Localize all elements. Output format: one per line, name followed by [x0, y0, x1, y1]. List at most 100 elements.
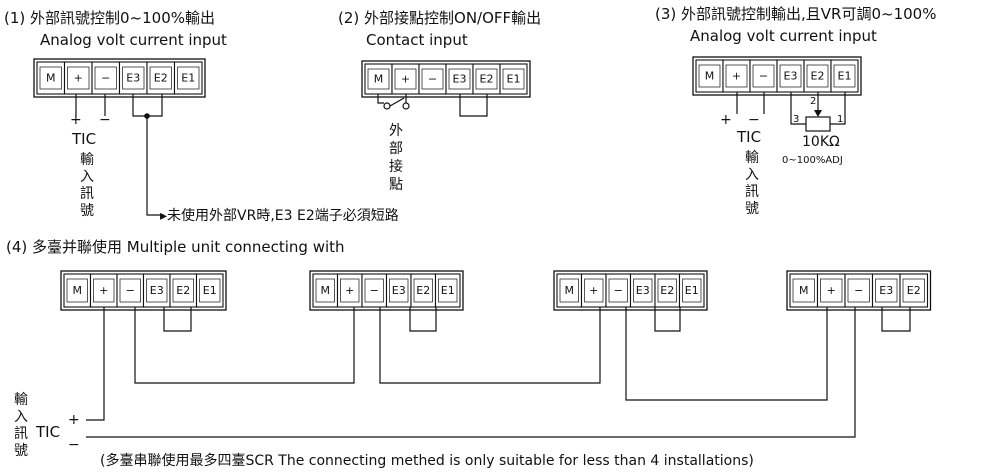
- terminal-label: M: [46, 72, 56, 85]
- terminal-cell: [844, 273, 874, 308]
- section-3-title: (3) 外部訊號控制輸出,且VR可調0~100%: [655, 5, 936, 23]
- terminal-cell: [629, 273, 656, 308]
- section-1-minus-label: −: [99, 112, 111, 128]
- terminal-label: E2: [154, 72, 168, 85]
- section-1-plus-label: +: [70, 112, 82, 128]
- terminal-label: M: [705, 70, 715, 83]
- pot-pin-1: 1: [837, 114, 843, 125]
- section-3-plus-label: +: [720, 112, 732, 128]
- section-4-plus-label: +: [68, 412, 80, 428]
- terminal-cell: [678, 273, 705, 308]
- potentiometer: [805, 116, 831, 132]
- terminal-label: E1: [181, 72, 195, 85]
- terminal-label: E2: [176, 284, 190, 297]
- section-1-terminal-strip: M + − E3 E2 E1: [33, 58, 206, 98]
- terminal-cell: [312, 273, 339, 308]
- terminal-cell: [789, 273, 819, 308]
- terminal-cell: [434, 273, 461, 308]
- terminal-label: E3: [150, 284, 164, 297]
- terminal-label: −: [101, 72, 110, 85]
- section-3-input-char-3: 訊: [745, 184, 759, 200]
- section-4-minus-label: −: [68, 437, 80, 453]
- terminal-label: E1: [685, 284, 699, 297]
- terminal-label: E2: [907, 284, 921, 297]
- section-2-contact-char-2: 部: [389, 141, 403, 157]
- terminal-label: +: [99, 284, 108, 297]
- section-2-contact-char-1: 外: [389, 123, 403, 139]
- terminal-label: −: [126, 284, 135, 297]
- terminal-label: E3: [879, 284, 893, 297]
- terminal-label: +: [74, 72, 83, 85]
- terminal-label: E1: [838, 70, 852, 83]
- section-3-minus-label: −: [748, 112, 760, 128]
- bottom-note: (多臺串聯使用最多四臺SCR The connecting methed is …: [100, 452, 754, 469]
- terminal-cell: [605, 273, 632, 308]
- terminal-label: +: [827, 284, 836, 297]
- section-4-wiring: 輸 入 訊 號 TIC + − (多臺串聯使用最多四臺SCR The conne…: [14, 307, 911, 469]
- section-2-subtitle: Contact input: [366, 31, 468, 49]
- section-3-terminal-strip: M + − E3 E2 E1: [692, 56, 862, 96]
- section-2-contact-char-4: 點: [389, 177, 403, 193]
- terminal-label: M: [73, 284, 83, 297]
- terminal-label: −: [370, 284, 379, 297]
- section-1-input-char-4: 號: [80, 203, 94, 219]
- section-4-input-char-1: 輸: [14, 392, 28, 408]
- terminal-label: E3: [453, 73, 467, 86]
- terminal-label: +: [589, 284, 598, 297]
- terminal-label: +: [732, 70, 741, 83]
- section-4-unit-1-strip: M + − E3 E2 E1: [60, 270, 227, 311]
- terminal-label: +: [345, 284, 354, 297]
- terminal-cell: [385, 273, 412, 308]
- terminal-label: M: [374, 73, 384, 86]
- section-1-input-char-3: 訊: [80, 186, 94, 202]
- section-1-wiring: + − TIC 輸 入 訊 號 ▸未使用外部VR時,E3 E2端子必須短路: [70, 94, 399, 224]
- pot-pin-3: 3: [793, 114, 799, 125]
- section-3-tic-label: TIC: [736, 128, 761, 146]
- section-1-subtitle: Analog volt current input: [40, 31, 227, 49]
- terminal-label: −: [759, 70, 768, 83]
- terminal-cell: [899, 273, 929, 308]
- section-3-subtitle: Analog volt current input: [690, 27, 877, 45]
- pot-pin-2: 2: [810, 96, 816, 107]
- terminal-label: E2: [416, 284, 430, 297]
- terminal-label: E2: [480, 73, 494, 86]
- terminal-label: E3: [636, 284, 650, 297]
- terminal-label: E1: [507, 73, 521, 86]
- section-4-title: (4) 多臺并聯使用 Multiple unit connecting with: [6, 238, 345, 256]
- section-3-input-char-4: 號: [745, 201, 759, 217]
- section-1-input-char-2: 入: [80, 169, 94, 185]
- terminal-label: E1: [441, 284, 455, 297]
- short-circuit-note: ▸未使用外部VR時,E3 E2端子必須短路: [160, 207, 399, 224]
- vr-value: 10KΩ: [802, 134, 840, 150]
- terminal-label: −: [428, 73, 437, 86]
- terminal-cell: [116, 273, 145, 308]
- section-4-tic-label: TIC: [35, 423, 60, 441]
- terminal-label: E3: [126, 72, 140, 85]
- terminal-label: E2: [811, 70, 825, 83]
- terminal-cell: [169, 273, 198, 308]
- section-1-title: (1) 外部訊號控制0~100%輸出: [4, 9, 215, 27]
- section-4-input-char-3: 訊: [14, 426, 28, 442]
- section-2-title: (2) 外部接點控制ON/OFF輸出: [338, 9, 541, 27]
- vr-adjust-label: 0~100%ADJ: [782, 155, 843, 166]
- section-1-input-char-1: 輸: [80, 152, 94, 168]
- terminal-label: M: [565, 284, 575, 297]
- section-1-tic-label: TIC: [71, 130, 96, 148]
- terminal-cell: [63, 273, 92, 308]
- terminal-cell: [142, 273, 171, 308]
- terminal-label: E3: [784, 70, 798, 83]
- section-4-input-char-4: 號: [14, 443, 28, 459]
- terminal-label: M: [799, 284, 809, 297]
- terminal-cell: [195, 273, 224, 308]
- terminal-cell: [361, 273, 388, 308]
- section-4-input-char-2: 入: [14, 409, 28, 425]
- terminal-cell: [871, 273, 901, 308]
- terminal-label: E1: [203, 284, 217, 297]
- terminal-label: E2: [660, 284, 674, 297]
- terminal-label: M: [321, 284, 331, 297]
- section-3-input-char-2: 入: [745, 167, 759, 183]
